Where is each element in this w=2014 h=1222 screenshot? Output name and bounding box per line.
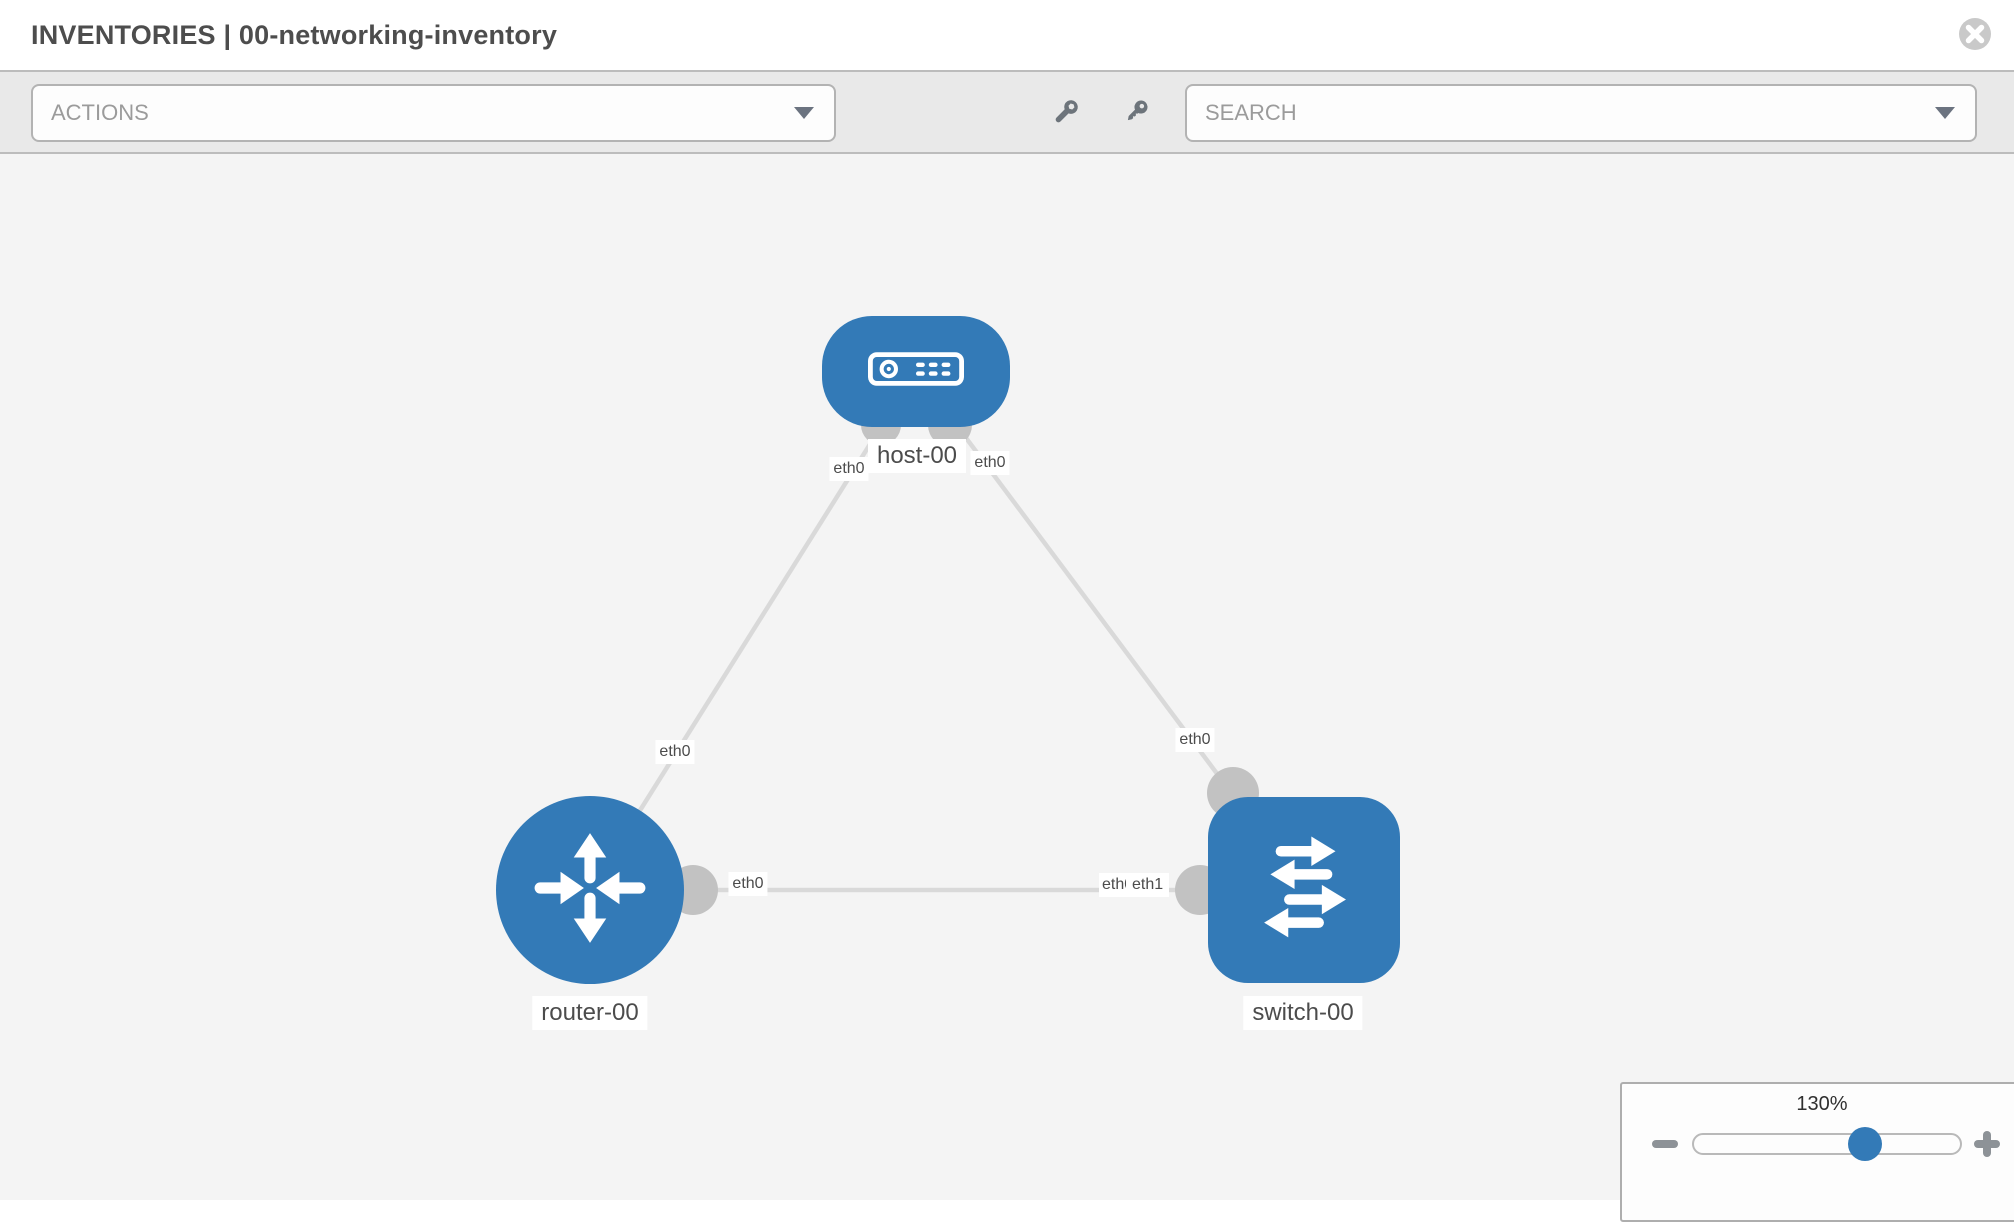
node-label-switch: switch-00: [1243, 996, 1363, 1030]
chevron-down-icon: [1935, 107, 1955, 119]
router-arrows-icon: [529, 827, 651, 954]
zoom-in-button[interactable]: [1972, 1129, 2002, 1159]
port-label-host-eth0-left: eth0: [829, 457, 869, 481]
node-label-router: router-00: [532, 996, 648, 1030]
node-router-00[interactable]: [496, 796, 684, 984]
chevron-down-icon: [794, 107, 814, 119]
page-title: INVENTORIES | 00-networking-inventory: [31, 19, 558, 50]
port-label-router-eth0-right: eth0: [728, 872, 768, 896]
port-label-host-eth0-right: eth0: [970, 451, 1010, 475]
wrench-icon: [1050, 100, 1082, 132]
server-icon: [868, 352, 964, 391]
toolbar: ACTIONS SEARCH: [0, 70, 2014, 154]
close-icon: [1958, 18, 1992, 55]
zoom-panel: 130%: [1620, 1082, 2014, 1222]
node-label-host: host-00: [867, 439, 967, 473]
wrench-button[interactable]: [1050, 96, 1082, 128]
switch-arrows-icon: [1241, 825, 1367, 956]
key-button[interactable]: [1120, 96, 1152, 128]
port-label-switch-eth1: eth1: [1126, 873, 1170, 897]
actions-dropdown-label: ACTIONS: [51, 100, 149, 125]
zoom-slider-track[interactable]: [1692, 1133, 1962, 1155]
links-layer: [588, 369, 1306, 915]
minus-icon: [1650, 1140, 1680, 1163]
port-label-switch-eth0-clipped: eth0: [1099, 873, 1131, 897]
search-dropdown[interactable]: SEARCH: [1185, 84, 1977, 142]
port-label-router-eth0-top: eth0: [655, 740, 695, 764]
zoom-level-value: 130%: [1796, 1093, 1848, 1115]
close-button[interactable]: [1958, 17, 1992, 51]
plus-icon: [1972, 1131, 2002, 1163]
zoom-out-button[interactable]: [1650, 1129, 1680, 1159]
node-switch-00[interactable]: [1208, 797, 1400, 983]
node-host-00[interactable]: [822, 316, 1010, 427]
page-header: INVENTORIES | 00-networking-inventory: [0, 0, 2014, 70]
actions-dropdown[interactable]: ACTIONS: [31, 84, 836, 142]
key-icon: [1120, 100, 1152, 132]
topology-canvas[interactable]: host-00 router-00 switch-00 eth0 eth0 et…: [0, 154, 2014, 1200]
search-dropdown-label: SEARCH: [1205, 100, 1297, 125]
port-label-switch-eth0-top: eth0: [1175, 728, 1215, 752]
zoom-slider-thumb[interactable]: [1848, 1127, 1882, 1161]
